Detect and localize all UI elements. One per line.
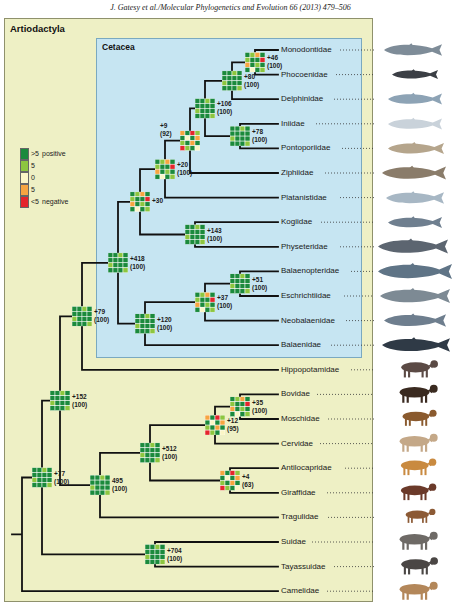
taxon-label: Bovidae — [281, 389, 310, 399]
taxon-label: Tragulidae — [281, 512, 319, 522]
taxon-label: Platanistidae — [281, 193, 327, 203]
legend-swatch — [20, 148, 29, 160]
support-value: 495 (100) — [112, 477, 130, 492]
taxon-label: Balaenidae — [281, 340, 321, 350]
support-value: +418 (100) — [130, 255, 148, 270]
taxon-label: Suidae — [281, 537, 306, 547]
legend-text: 5 — [31, 185, 35, 194]
support-value: +46 (100) — [267, 54, 285, 69]
legend-swatch — [20, 172, 29, 184]
legend-text: 5 — [31, 161, 35, 170]
taxon-label: Eschrichtiidae — [281, 291, 331, 301]
support-value: +51 (100) — [252, 276, 270, 291]
taxon-label: Kogiidae — [281, 217, 312, 227]
taxon-label: Antilocapridae — [281, 463, 332, 473]
taxon-label: Delphinidae — [281, 94, 323, 104]
taxon-label: Phocoenidae — [281, 70, 328, 80]
legend-text: <5 — [31, 197, 39, 206]
taxon-label: Ziphiidae — [281, 168, 313, 178]
support-value: +152 (100) — [72, 393, 90, 408]
taxon-label: Camelidae — [281, 586, 319, 596]
support-value: +37 (100) — [217, 294, 235, 309]
support-value: +20 (100) — [177, 161, 195, 176]
taxon-label: Balaenopteridae — [281, 266, 339, 276]
support-value: +4 (63) — [242, 473, 260, 488]
support-value: +78 (100) — [252, 128, 270, 143]
support-value: +704 (100) — [167, 547, 185, 562]
clade-name: Cetacea — [102, 42, 135, 52]
taxon-label: Cervidae — [281, 439, 313, 449]
legend-text: 0 — [31, 173, 35, 182]
support-value: +79 (100) — [94, 308, 112, 323]
support-value: +30 — [152, 197, 170, 205]
taxon-label: Moschidae — [281, 414, 320, 424]
legend-swatch — [20, 184, 29, 196]
support-value: +80 (100) — [244, 73, 262, 88]
support-value: +77 (100) — [54, 470, 72, 485]
support-value: +106 (100) — [217, 100, 235, 115]
support-value: +120 (100) — [157, 316, 175, 331]
taxon-label: Giraffidae — [281, 488, 316, 498]
support-value: +35 (100) — [252, 399, 270, 414]
legend-caption: positive — [42, 149, 66, 158]
taxon-label: Physeteridae — [281, 242, 328, 252]
legend-swatch — [20, 196, 29, 208]
support-value: +12 (95) — [227, 417, 245, 432]
taxon-label: Neobalaenidae — [281, 316, 335, 326]
support-value: +512 (100) — [162, 445, 180, 460]
running-header: J. Gatesy et al./Molecular Phylogenetics… — [0, 3, 461, 13]
taxon-label: Iniidae — [281, 119, 305, 129]
taxon-label: Hippopotamidae — [281, 365, 339, 375]
support-grids — [32, 52, 265, 564]
legend-caption: negative — [42, 197, 68, 206]
taxon-label: Monodontidae — [281, 45, 332, 55]
animal-illustrations — [378, 43, 452, 599]
legend-swatch — [20, 160, 29, 172]
tree-branches — [12, 50, 278, 591]
taxon-label: Tayassuidae — [281, 562, 325, 572]
legend-text: >5 — [31, 149, 39, 158]
support-value: +143 (100) — [207, 227, 225, 242]
taxon-label: Pontoporiidae — [281, 143, 330, 153]
support-value: +9 (92) — [160, 122, 178, 137]
clade-name: Artiodactyla — [10, 23, 65, 34]
